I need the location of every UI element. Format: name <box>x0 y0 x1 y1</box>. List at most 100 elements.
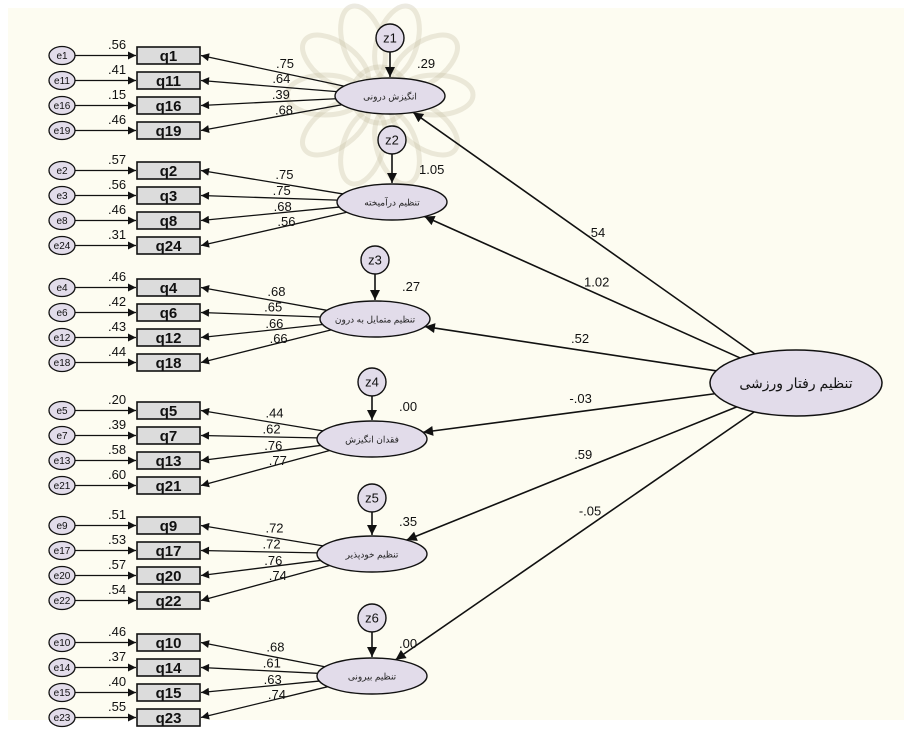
loading-arrow <box>200 104 343 133</box>
loading-arrow <box>200 686 328 720</box>
structural-coefficient: -.03 <box>569 391 591 406</box>
item-r2-value: .55 <box>108 699 126 714</box>
error-term <box>48 327 76 348</box>
item-label: q7 <box>160 428 178 445</box>
observed-item-box <box>136 186 201 205</box>
structural-coefficient: .59 <box>574 447 592 462</box>
error-label: e14 <box>54 663 71 674</box>
error-term <box>48 277 76 298</box>
factor-ellipse <box>336 183 448 221</box>
error-term <box>48 707 76 728</box>
error-label: e8 <box>56 216 68 227</box>
item-label: q24 <box>156 238 183 255</box>
item-label: q4 <box>160 280 178 297</box>
error-label: e13 <box>54 456 71 467</box>
item-r2-value: .60 <box>108 467 126 482</box>
item-label: q17 <box>156 543 182 560</box>
error-term <box>48 515 76 536</box>
item-r2-value: .40 <box>108 674 126 689</box>
item-r2-value: .57 <box>108 557 126 572</box>
factor-ellipse <box>316 420 428 458</box>
loading-value: .76 <box>264 553 282 568</box>
item-r2-value: .54 <box>108 582 126 597</box>
loading-value: .75 <box>276 56 294 71</box>
structural-path-arrow <box>424 323 717 372</box>
structural-path-arrow <box>422 392 715 436</box>
loading-value: .75 <box>273 183 291 198</box>
disturbance-label: z2 <box>385 133 399 148</box>
factor-r2-value: .27 <box>402 279 420 294</box>
observed-item-box <box>136 353 201 372</box>
error-term <box>48 540 76 561</box>
factor-r2-value: .00 <box>399 636 417 651</box>
item-label: q6 <box>160 305 178 322</box>
item-label: q16 <box>156 98 182 115</box>
error-label: e19 <box>54 126 71 137</box>
disturbance-term <box>377 125 407 155</box>
loading-value: .75 <box>275 167 293 182</box>
factor-ellipse <box>334 77 446 115</box>
loading-arrow <box>200 680 320 696</box>
error-term <box>48 210 76 231</box>
loading-value: .56 <box>277 214 295 229</box>
error-term <box>48 185 76 206</box>
item-label: q15 <box>156 685 182 702</box>
loading-value: .62 <box>263 422 281 437</box>
loading-value: .63 <box>264 672 282 687</box>
factor-r2-value: 1.05 <box>419 162 444 177</box>
item-r2-value: .20 <box>108 392 126 407</box>
observed-item-box <box>136 96 201 115</box>
error-term <box>48 590 76 611</box>
loading-value: .64 <box>272 71 290 86</box>
observed-item-box <box>136 451 201 470</box>
item-label: q22 <box>156 593 182 610</box>
item-label: q8 <box>160 213 178 230</box>
structural-path-arrow <box>424 215 741 359</box>
error-label: e18 <box>54 358 71 369</box>
item-label: q13 <box>156 453 182 470</box>
structural-path-arrow <box>395 411 755 661</box>
loading-arrow <box>200 546 318 555</box>
error-term <box>48 450 76 471</box>
error-label: e17 <box>54 546 71 557</box>
observed-item-box <box>136 121 201 140</box>
loading-arrow <box>200 329 332 365</box>
error-label: e21 <box>54 481 71 492</box>
error-label: e16 <box>54 101 71 112</box>
loading-value: .72 <box>265 521 283 536</box>
item-r2-value: .58 <box>108 442 126 457</box>
loading-arrow <box>200 206 340 224</box>
error-label: e22 <box>54 596 71 607</box>
error-term <box>48 657 76 678</box>
item-r2-value: .56 <box>108 37 126 52</box>
disturbance-label: z6 <box>365 611 379 626</box>
observed-item-box <box>136 236 201 255</box>
loading-arrow <box>200 53 345 87</box>
observed-item-box <box>136 426 201 445</box>
error-label: e23 <box>54 713 71 724</box>
error-label: e7 <box>56 431 68 442</box>
loading-arrow <box>200 308 321 318</box>
observed-item-box <box>136 278 201 297</box>
path-lines <box>75 51 756 722</box>
loading-arrow <box>200 431 318 440</box>
loading-arrow <box>200 211 347 248</box>
error-term <box>48 565 76 586</box>
error-term <box>48 70 76 91</box>
loading-arrow <box>200 284 327 311</box>
error-term <box>48 352 76 373</box>
item-label: q20 <box>156 568 182 585</box>
path-coefficients: .56.75.41.64.15.39.46.68.29.54.57.75.56.… <box>108 37 609 714</box>
loading-arrow <box>200 522 324 547</box>
item-r2-value: .44 <box>108 344 126 359</box>
loading-arrow <box>200 323 323 341</box>
loading-value: .68 <box>267 284 285 299</box>
observed-item-box <box>136 328 201 347</box>
item-r2-value: .43 <box>108 319 126 334</box>
loading-value: .72 <box>263 537 281 552</box>
structural-coefficient: .54 <box>587 225 605 240</box>
error-label: e11 <box>54 76 70 87</box>
item-label: q19 <box>156 123 182 140</box>
observed-item-box <box>136 708 201 727</box>
